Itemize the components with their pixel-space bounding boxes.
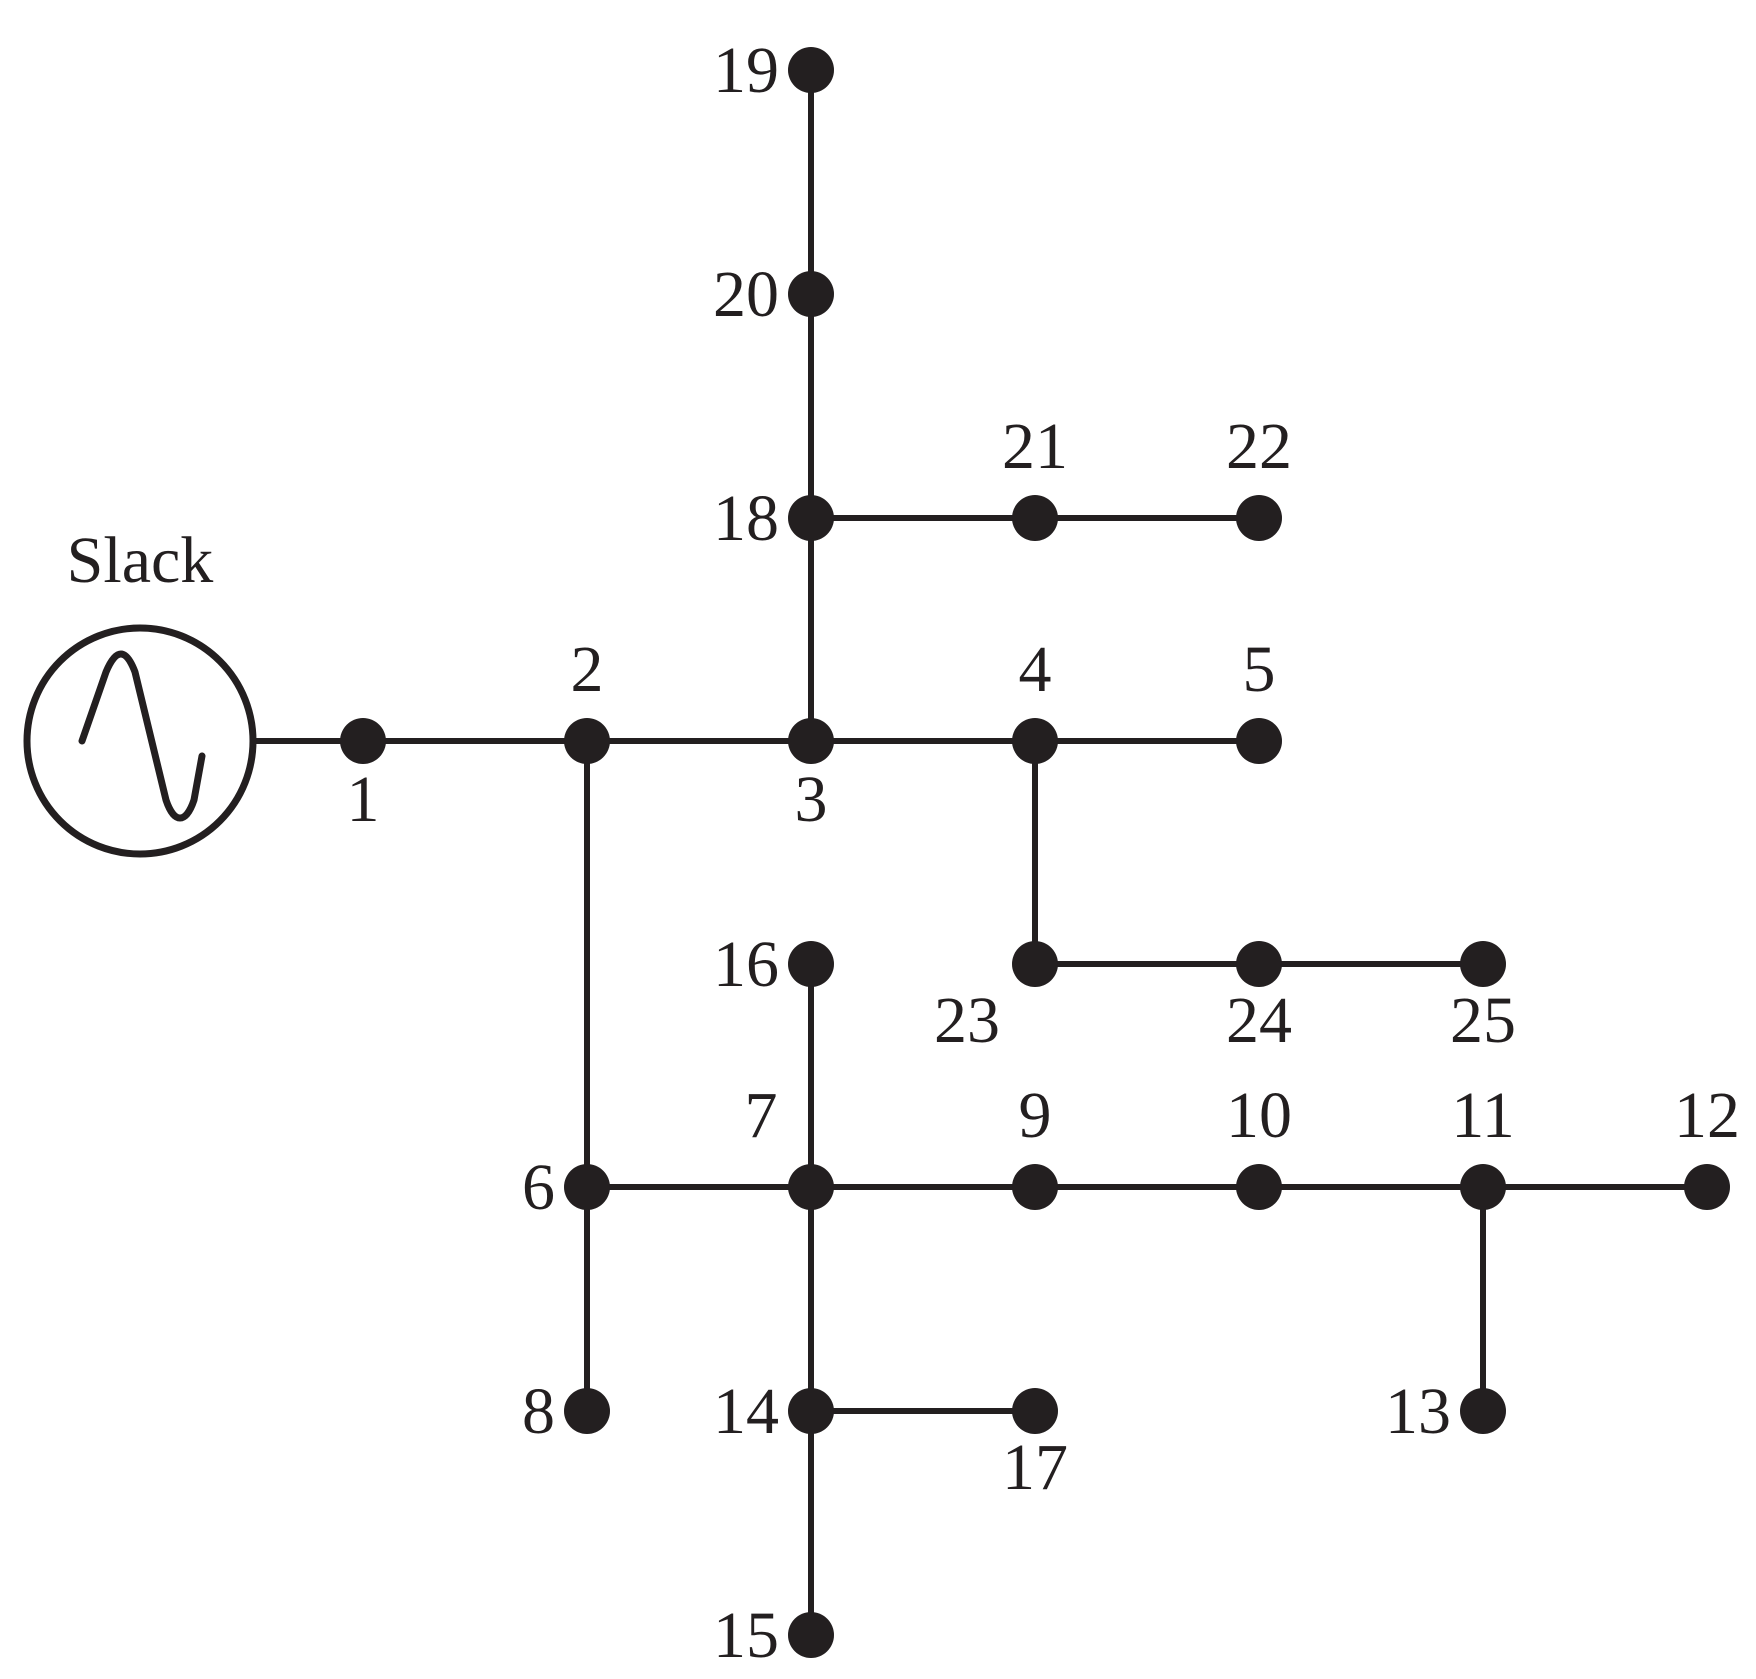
node-11: [1460, 1164, 1506, 1210]
node-1: [340, 718, 386, 764]
node-16: [788, 941, 834, 987]
node-18: [788, 495, 834, 541]
node-12: [1684, 1164, 1730, 1210]
node-label-2: 2: [571, 633, 604, 706]
node-label-18: 18: [713, 482, 779, 555]
node-15: [788, 1612, 834, 1658]
node-10: [1236, 1164, 1282, 1210]
nodes-layer: [340, 47, 1730, 1658]
node-label-8: 8: [522, 1375, 555, 1448]
node-label-21: 21: [1002, 410, 1068, 483]
node-label-14: 14: [713, 1375, 779, 1448]
node-6: [564, 1164, 610, 1210]
node-label-20: 20: [713, 258, 779, 331]
node-label-10: 10: [1226, 1079, 1292, 1152]
node-label-4: 4: [1019, 633, 1052, 706]
node-label-23: 23: [934, 984, 1000, 1057]
node-label-1: 1: [347, 763, 380, 836]
node-label-12: 12: [1674, 1079, 1740, 1152]
generator-circle: [23, 624, 257, 858]
node-label-3: 3: [795, 763, 828, 836]
node-23: [1012, 941, 1058, 987]
node-label-16: 16: [713, 928, 779, 1001]
node-25: [1460, 941, 1506, 987]
node-label-11: 11: [1451, 1079, 1515, 1152]
edges-layer: [253, 70, 1707, 1635]
node-7: [788, 1164, 834, 1210]
node-17: [1012, 1388, 1058, 1434]
node-label-22: 22: [1226, 410, 1292, 483]
slack-generator: [23, 624, 257, 858]
node-21: [1012, 495, 1058, 541]
node-24: [1236, 941, 1282, 987]
node-3: [788, 718, 834, 764]
node-label-6: 6: [522, 1151, 555, 1224]
sine-wave-icon: [78, 650, 206, 822]
node-label-7: 7: [745, 1079, 778, 1152]
node-label-24: 24: [1226, 984, 1292, 1057]
node-label-13: 13: [1385, 1375, 1451, 1448]
node-label-5: 5: [1243, 633, 1276, 706]
node-22: [1236, 495, 1282, 541]
node-label-9: 9: [1019, 1079, 1052, 1152]
node-19: [788, 47, 834, 93]
node-8: [564, 1388, 610, 1434]
node-label-25: 25: [1450, 984, 1516, 1057]
node-20: [788, 271, 834, 317]
slack-label: Slack: [67, 524, 214, 597]
node-label-19: 19: [713, 34, 779, 107]
node-label-17: 17: [1002, 1431, 1068, 1504]
node-4: [1012, 718, 1058, 764]
node-9: [1012, 1164, 1058, 1210]
node-13: [1460, 1388, 1506, 1434]
node-2: [564, 718, 610, 764]
node-label-15: 15: [713, 1599, 779, 1672]
node-5: [1236, 718, 1282, 764]
node-14: [788, 1388, 834, 1434]
